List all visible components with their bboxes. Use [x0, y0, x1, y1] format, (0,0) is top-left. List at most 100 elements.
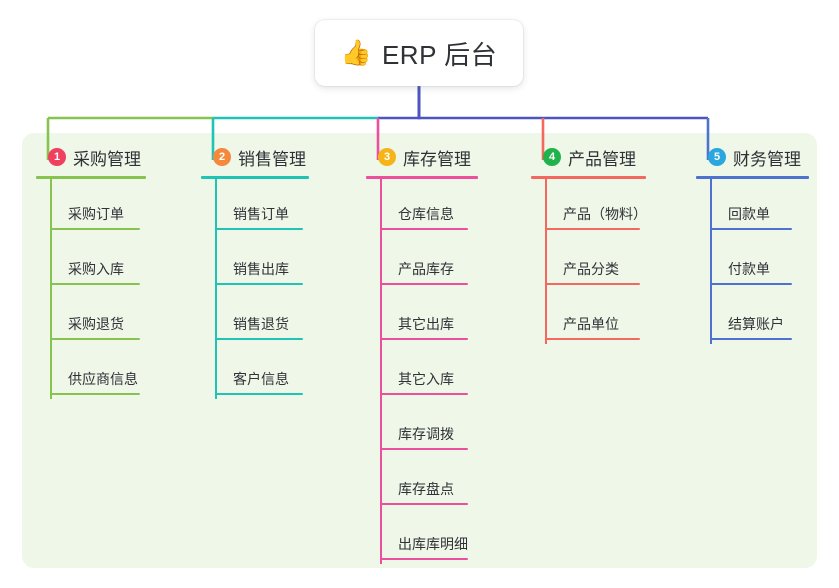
branch-header-5[interactable]: 5 财务管理: [696, 144, 809, 170]
branch-underline-5: [696, 176, 809, 179]
leaf-node[interactable]: 库存盘点: [366, 454, 478, 509]
leaf-label: 产品单位: [563, 316, 619, 332]
leaf-label: 采购入库: [68, 261, 124, 277]
leaf-label: 回款单: [728, 206, 770, 222]
leaf-underline: [380, 503, 468, 505]
leaf-underline: [215, 283, 303, 285]
leaf-node[interactable]: 销售出库: [201, 234, 309, 289]
branch-underline-4: [531, 176, 646, 179]
leaf-node[interactable]: 采购入库: [36, 234, 146, 289]
leaf-label: 采购退货: [68, 316, 124, 332]
thumbs-up-icon: 👍: [340, 38, 372, 67]
leaf-node[interactable]: 付款单: [696, 234, 809, 289]
leaf-label: 出库库明细: [398, 536, 468, 552]
leaf-label: 销售退货: [233, 316, 289, 332]
leaf-node[interactable]: 采购退货: [36, 289, 146, 344]
branch-spine-3: [380, 179, 382, 564]
leaf-node[interactable]: 产品库存: [366, 234, 478, 289]
leaf-list-1: 采购订单采购入库采购退货供应商信息: [36, 179, 146, 399]
leaf-underline: [710, 283, 792, 285]
leaf-underline: [380, 558, 468, 560]
branch-title-2: 销售管理: [238, 149, 306, 169]
branch-badge-5: 5: [708, 148, 726, 166]
branch-header-4[interactable]: 4 产品管理: [531, 144, 646, 170]
leaf-underline: [380, 393, 468, 395]
leaf-node[interactable]: 仓库信息: [366, 179, 478, 234]
leaf-underline: [380, 228, 468, 230]
leaf-underline: [380, 338, 468, 340]
leaf-node[interactable]: 产品单位: [531, 289, 646, 344]
branch-header-1[interactable]: 1 采购管理: [36, 144, 146, 170]
leaf-underline: [50, 393, 140, 395]
branch-title-5: 财务管理: [733, 149, 801, 169]
leaf-underline: [215, 338, 303, 340]
leaf-list-5: 回款单付款单结算账户: [696, 179, 809, 344]
branch-spine-4: [545, 179, 547, 344]
leaf-node[interactable]: 采购订单: [36, 179, 146, 234]
leaf-node[interactable]: 其它出库: [366, 289, 478, 344]
leaf-label: 结算账户: [728, 316, 784, 332]
branch-header-2[interactable]: 2 销售管理: [201, 144, 309, 170]
leaf-node[interactable]: 出库库明细: [366, 509, 478, 564]
branch-spine-5: [710, 179, 712, 344]
branch-underline-3: [366, 176, 478, 179]
leaf-node[interactable]: 产品分类: [531, 234, 646, 289]
leaf-underline: [710, 228, 792, 230]
leaf-node[interactable]: 其它入库: [366, 344, 478, 399]
leaf-node[interactable]: 结算账户: [696, 289, 809, 344]
leaf-node[interactable]: 销售退货: [201, 289, 309, 344]
leaf-node[interactable]: 库存调拨: [366, 399, 478, 454]
branch-title-1: 采购管理: [73, 149, 141, 169]
leaf-label: 其它入库: [398, 371, 454, 387]
branch-title-4: 产品管理: [568, 149, 636, 169]
leaf-label: 产品（物料）: [563, 206, 647, 222]
branch-underline-1: [36, 176, 146, 179]
branch-spine-1: [50, 179, 52, 399]
branch-column-2: 2 销售管理销售订单销售出库销售退货客户信息: [201, 144, 309, 399]
leaf-underline: [215, 393, 303, 395]
leaf-label: 付款单: [728, 261, 770, 277]
branch-column-3: 3 库存管理仓库信息产品库存其它出库其它入库库存调拨库存盘点出库库明细: [366, 144, 478, 564]
branch-column-5: 5 财务管理回款单付款单结算账户: [696, 144, 809, 344]
branch-badge-3: 3: [378, 148, 396, 166]
root-title: ERP 后台: [381, 39, 498, 70]
leaf-underline: [545, 338, 640, 340]
leaf-label: 库存调拨: [398, 426, 454, 442]
leaf-underline: [215, 228, 303, 230]
branches-panel: [22, 133, 817, 568]
branch-badge-4: 4: [543, 148, 561, 166]
leaf-label: 销售出库: [233, 261, 289, 277]
leaf-node[interactable]: 回款单: [696, 179, 809, 234]
leaf-label: 其它出库: [398, 316, 454, 332]
leaf-node[interactable]: 销售订单: [201, 179, 309, 234]
leaf-label: 采购订单: [68, 206, 124, 222]
leaf-list-4: 产品（物料） 产品分类产品单位: [531, 179, 647, 344]
leaf-underline: [50, 228, 140, 230]
leaf-label: 销售订单: [233, 206, 289, 222]
branch-column-1: 1 采购管理采购订单采购入库采购退货供应商信息: [36, 144, 146, 399]
branch-column-4: 4 产品管理产品（物料） 产品分类产品单位: [531, 144, 647, 344]
root-node[interactable]: 👍 ERP 后台: [315, 20, 523, 86]
branch-badge-2: 2: [213, 148, 231, 166]
leaf-underline: [50, 338, 140, 340]
branch-underline-2: [201, 176, 309, 179]
leaf-node[interactable]: 客户信息: [201, 344, 309, 399]
leaf-underline: [380, 448, 468, 450]
branch-title-3: 库存管理: [403, 149, 471, 169]
branch-header-3[interactable]: 3 库存管理: [366, 144, 478, 170]
leaf-label: 产品分类: [563, 261, 619, 277]
leaf-node[interactable]: 产品（物料）: [531, 179, 647, 234]
branch-spine-2: [215, 179, 217, 399]
leaf-list-2: 销售订单销售出库销售退货客户信息: [201, 179, 309, 399]
leaf-underline: [545, 283, 640, 285]
branch-badge-1: 1: [48, 148, 66, 166]
leaf-label: 仓库信息: [398, 206, 454, 222]
leaf-label: 库存盘点: [398, 481, 454, 497]
leaf-underline: [545, 228, 640, 230]
leaf-label: 供应商信息: [68, 371, 138, 387]
leaf-underline: [380, 283, 468, 285]
leaf-underline: [50, 283, 140, 285]
leaf-node[interactable]: 供应商信息: [36, 344, 146, 399]
leaf-label: 客户信息: [233, 371, 289, 387]
